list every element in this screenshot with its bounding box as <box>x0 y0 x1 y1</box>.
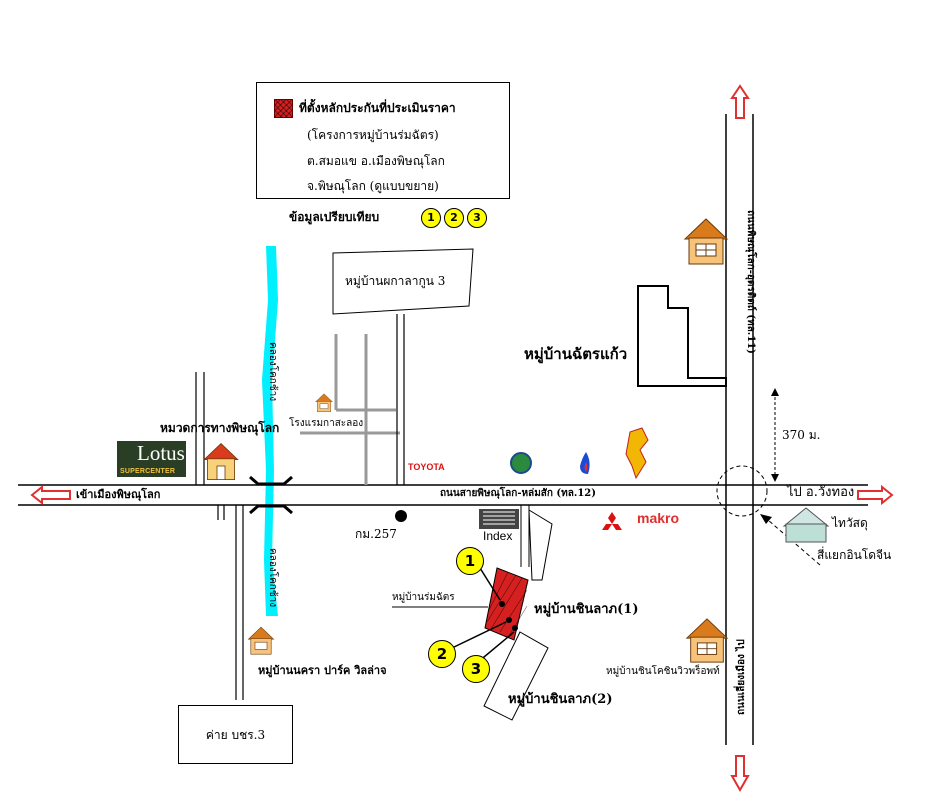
label-canal-lower: คลองโคกช้าง <box>267 548 278 608</box>
bridge-top <box>249 475 293 486</box>
police-station-icon <box>203 443 239 480</box>
comparison-label: ข้อมูลเปรียบเทียบ <box>289 210 380 224</box>
fire-logo <box>580 452 590 474</box>
comparison-marker-3: 3 <box>467 208 487 228</box>
label-village-chinnalak1: หมู่บ้านชินลาภ(1) <box>534 602 639 617</box>
arrow-west <box>30 484 71 506</box>
camp-box: ค่าย บชร.3 <box>178 705 293 764</box>
label-village-chinnalak-view: หมู่บ้านชินโคชินวิวพร็อพท์ <box>606 666 720 677</box>
legend-line-4: จ.พิษณุโลก (ดูแบบขยาย) <box>307 179 439 193</box>
site-dot-2 <box>506 617 512 623</box>
makro-logo: makro <box>637 510 680 526</box>
arrow-east <box>857 484 894 506</box>
lotus-subtitle: SUPERCENTER <box>120 468 176 475</box>
comparison-marker-2: 2 <box>444 208 464 228</box>
index-label: Index <box>483 529 513 543</box>
lotus-name: Lotus <box>137 441 185 465</box>
house-icon <box>685 618 729 663</box>
house-icon <box>683 218 729 265</box>
label-to-city: เข้าเมืองพิษณุโลก <box>76 488 161 501</box>
thaiwatsadu-building <box>782 507 830 543</box>
label-road-south: ถนนเลี่ยงเมือง ไป <box>736 639 747 715</box>
label-main-road: ถนนสายพิษณุโลก-หล่มสัก (ทล.12) <box>440 488 597 499</box>
village-chinnalak1-outline <box>528 509 553 581</box>
village-chinnalak2-outline <box>483 631 549 721</box>
distance-arrow-bottom <box>771 474 779 482</box>
site-marker-1: 1 <box>456 547 484 575</box>
label-village-chinnalak2: หมู่บ้านชินลาภ(2) <box>508 692 613 707</box>
site-dot-1 <box>499 601 505 607</box>
canal <box>262 246 278 616</box>
legend-line-3: ต.สมอแข อ.เมืองพิษณุโลก <box>307 154 445 168</box>
label-km: กม.257 <box>355 527 397 541</box>
thailand-map-logo <box>625 427 649 480</box>
grey-lanes <box>300 334 400 485</box>
label-police: หมวดการทางพิษณุโลก <box>160 421 280 435</box>
village-pakkarakun-shape <box>332 248 474 315</box>
comparison-marker-1: 1 <box>421 208 441 228</box>
village-chatkaew-outline <box>637 285 727 387</box>
arrow-north <box>730 84 750 119</box>
bridge-bottom <box>249 504 293 515</box>
site-lot-hatch <box>486 571 528 637</box>
indochina-leader <box>767 519 821 566</box>
red-arrows <box>30 84 894 793</box>
hotel-icon <box>315 393 333 412</box>
intersection-marker <box>716 465 768 517</box>
legend-line-2: (โครงการหมู่บ้านร่มฉัตร) <box>307 128 439 142</box>
legend-box: ที่ตั้งหลักประกันที่ประเมินราคา (โครงการ… <box>256 82 510 199</box>
label-village-nanthawan: หมู่บ้านนครา ปาร์ค วิลล่าจ <box>258 664 387 677</box>
label-to-wangthong: ไป อ.วังทอง <box>787 485 855 500</box>
mitsubishi-logo <box>602 512 622 530</box>
site-marker-2: 2 <box>428 640 456 668</box>
house-icon <box>247 626 275 655</box>
label-village-chatkaew: หมู่บ้านฉัตรแก้ว <box>524 345 628 363</box>
arrow-south <box>730 755 750 793</box>
indochina-arrow <box>760 514 772 524</box>
label-indochina: สี่แยกอินโดจีน <box>817 548 892 562</box>
legend-swatch <box>274 99 293 118</box>
label-camp: ค่าย บชร.3 <box>205 728 266 742</box>
legend-title: ที่ตั้งหลักประกันที่ประเมินราคา <box>299 101 456 115</box>
marker-leader-2 <box>451 621 507 649</box>
label-canal-upper: คลองโคกช้าง <box>267 342 278 402</box>
label-village-pakkarakun: หมู่บ้านผกาลากูน 3 <box>345 274 446 288</box>
toyota-logo: TOYOTA <box>408 462 445 472</box>
label-road-north: ถนนพิษณุโลก-อุตรดิตถ์ (ทล.11) <box>745 210 756 354</box>
label-thaiwatsadu: ไทวัสดุ <box>832 516 868 530</box>
km-dot <box>395 510 407 522</box>
site-marker-3: 3 <box>462 655 490 683</box>
lotus-logo: Lotus SUPERCENTER <box>117 441 186 477</box>
label-hotel: โรงแรมกาสะลอง <box>289 418 364 429</box>
green-logo <box>510 452 532 474</box>
site-dot-3 <box>512 625 518 631</box>
distance-arrow-top <box>771 388 779 396</box>
label-distance: 370 ม. <box>782 428 821 442</box>
label-village-romchat: หมู่บ้านร่มฉัตร <box>392 592 455 603</box>
marker-leader-1 <box>479 567 501 601</box>
index-building <box>479 509 519 529</box>
